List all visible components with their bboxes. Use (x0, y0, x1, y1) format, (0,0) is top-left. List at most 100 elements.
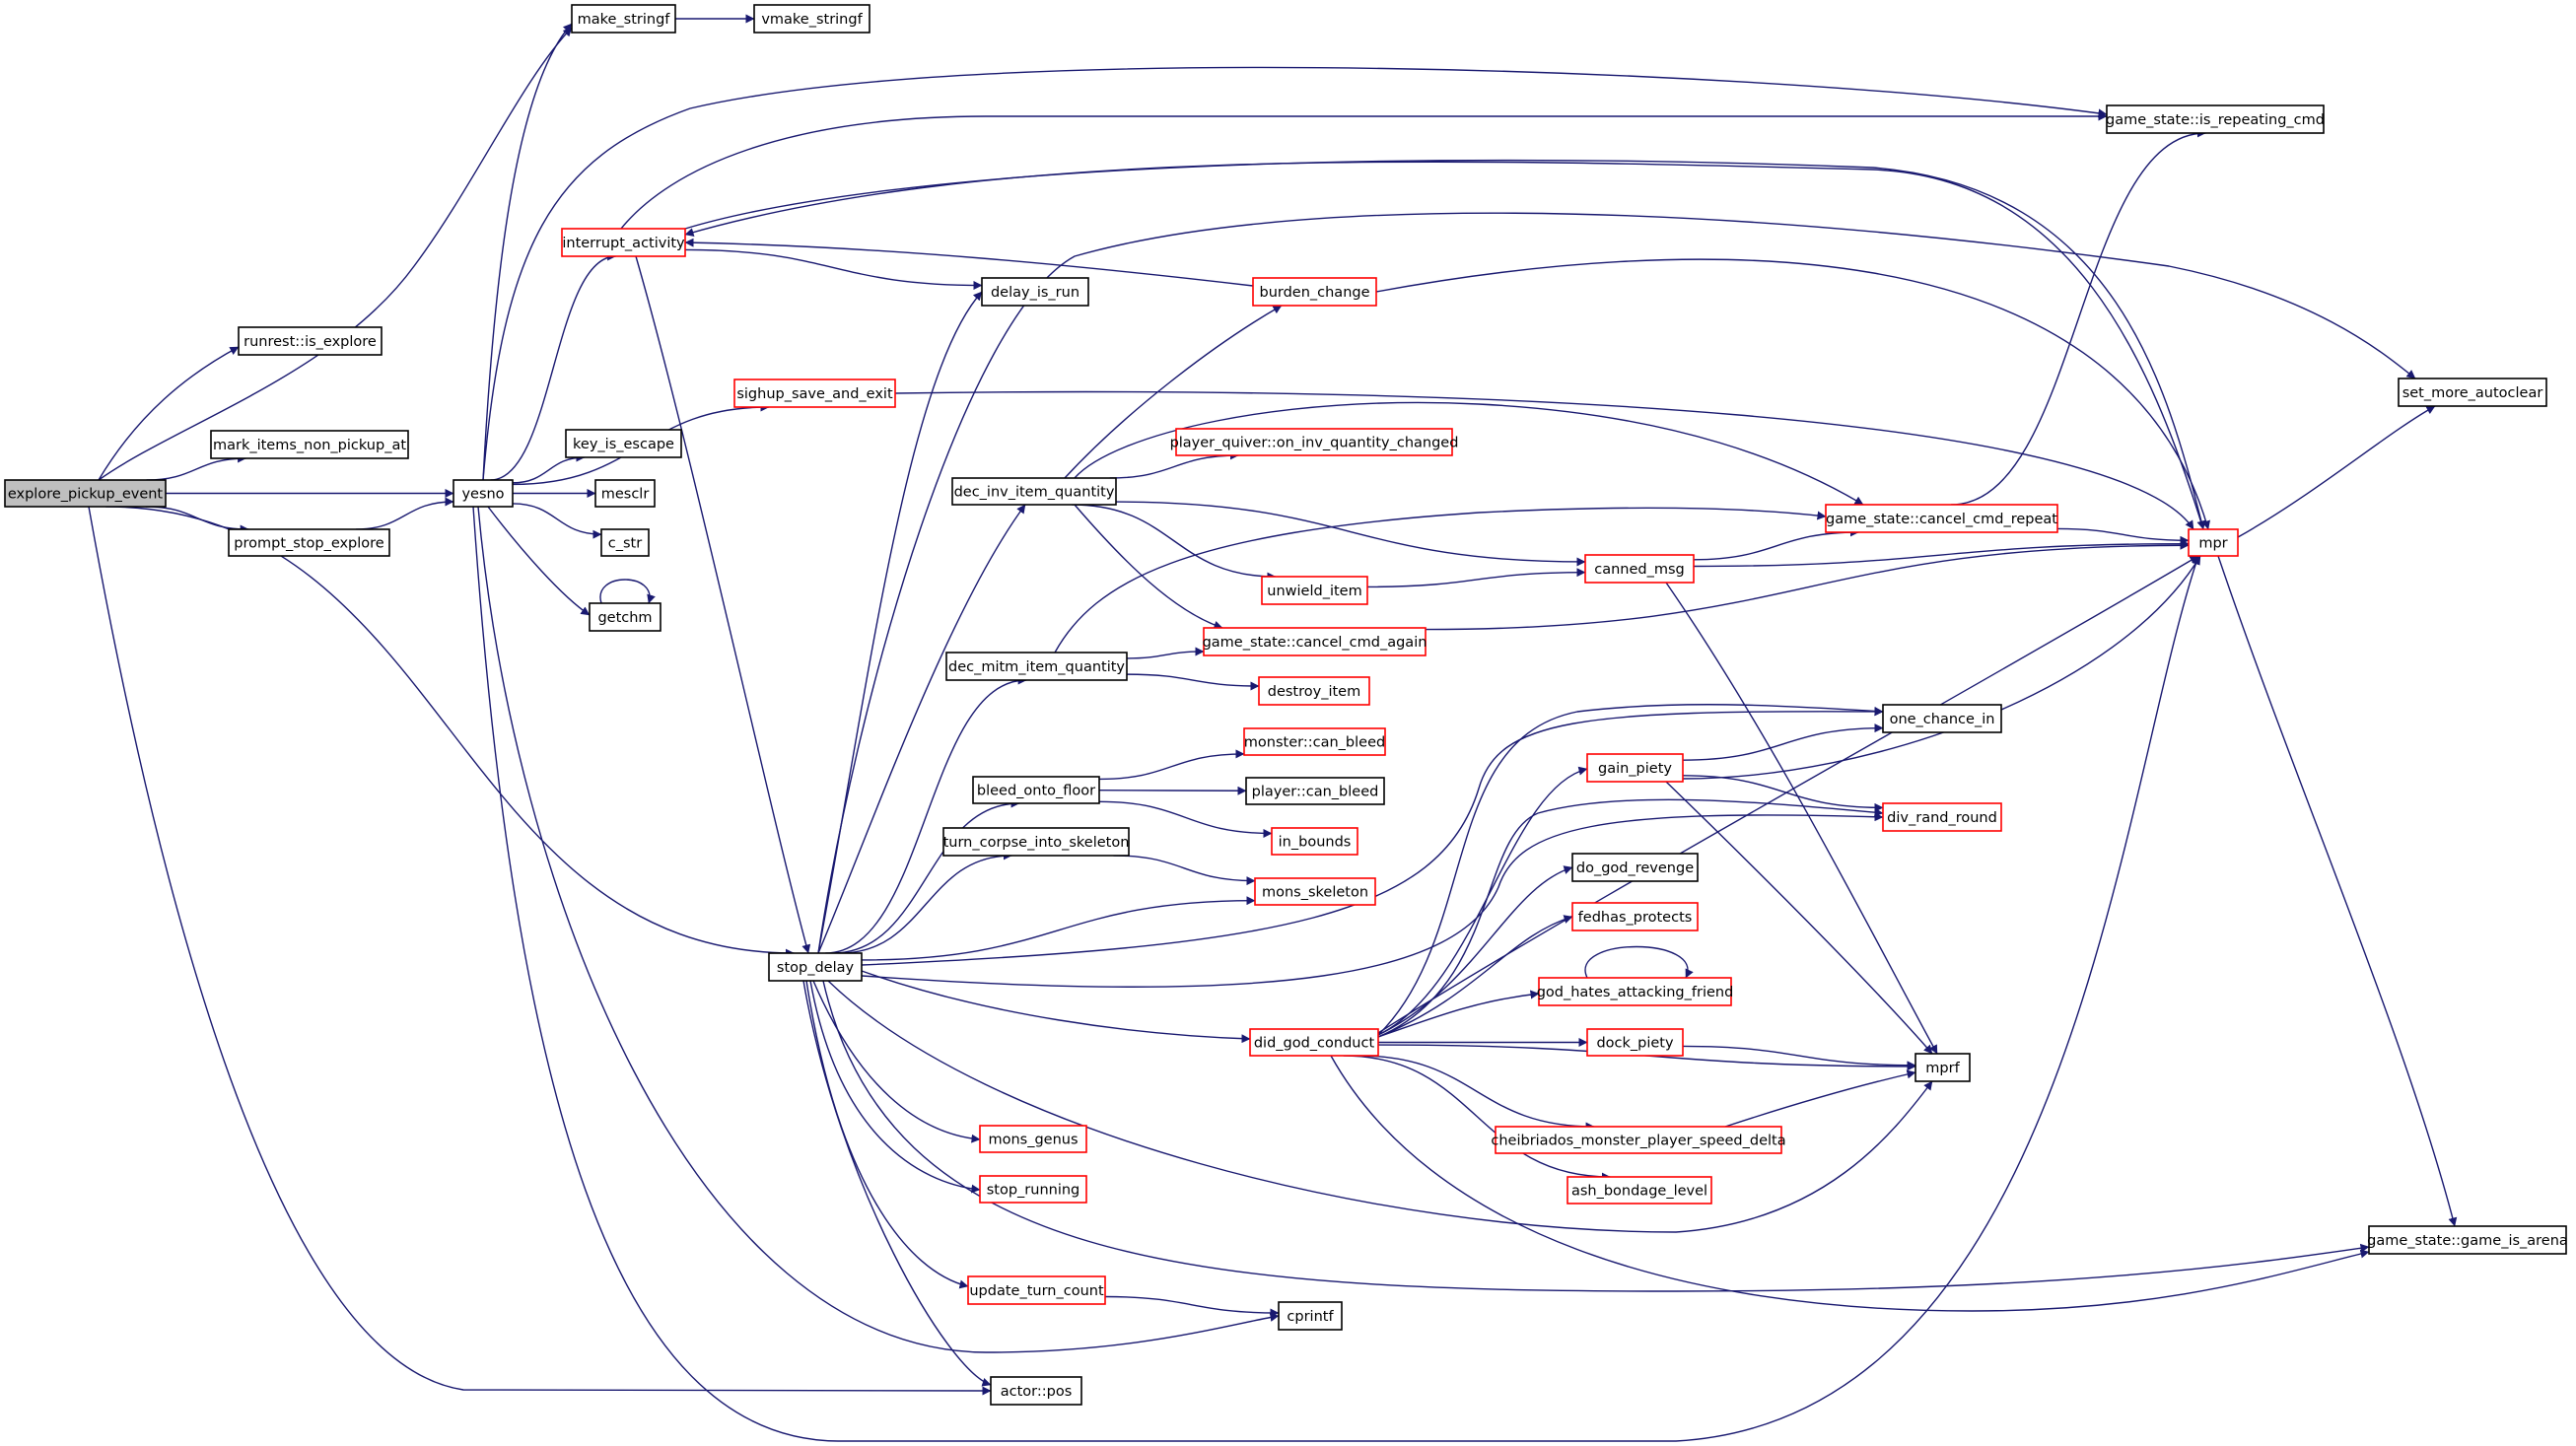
edge-stop-delay-to-mons-skeleton (861, 896, 1256, 961)
edge-explore-pickup-event-to-stop-delay (105, 506, 795, 958)
edge-did-god-conduct-to-mpr (1377, 555, 2199, 1034)
node-player-quiver[interactable]: player_quiver::on_inv_quantity_changed (1170, 428, 1459, 456)
node-box (2368, 1225, 2567, 1255)
edge-stop-delay-to-set-more-autoclear (817, 212, 2416, 954)
node-box (4, 479, 167, 508)
node-bleed-onto-floor[interactable]: bleed_onto_floor (972, 776, 1100, 804)
edge-mpr-to-set-more-autoclear (2237, 405, 2436, 538)
node-mark-items-non-pickup-at[interactable]: mark_items_non_pickup_at (210, 430, 409, 459)
edge-bleed-onto-floor-to-monster-can-bleed (1098, 749, 1245, 781)
node-box (1584, 554, 1695, 584)
edge-yesno-to-is-repeating-cmd (482, 66, 2108, 481)
edge-stop-delay-to-mprf (827, 980, 1933, 1233)
node-label: yesno (461, 487, 504, 503)
node-runrest-is-explore[interactable]: runrest::is_explore (238, 326, 383, 356)
node-yesno[interactable]: yesno (453, 479, 514, 508)
node-update-turn-count[interactable]: update_turn_count (967, 1275, 1106, 1305)
node-box (990, 1376, 1082, 1406)
node-label: burden_change (1259, 285, 1369, 301)
node-label: game_state::is_repeating_cmd (2106, 112, 2325, 128)
node-is-repeating-cmd[interactable]: game_state::is_repeating_cmd (2106, 104, 2325, 134)
node-cprintf[interactable]: cprintf (1278, 1301, 1343, 1331)
edge-stop-delay-to-bleed-onto-floor (832, 798, 1020, 954)
node-box (1538, 977, 1732, 1006)
edge-yesno-to-cprintf (477, 506, 1280, 1353)
node-did-god-conduct[interactable]: did_god_conduct (1249, 1028, 1379, 1057)
node-c-str[interactable]: c_str (600, 528, 650, 557)
node-box (594, 479, 656, 508)
node-mons-genus[interactable]: mons_genus (979, 1125, 1087, 1153)
node-canned-msg[interactable]: canned_msg (1584, 554, 1695, 584)
node-interrupt-activity[interactable]: interrupt_activity (561, 228, 686, 257)
node-unwield-item[interactable]: unwield_item (1261, 576, 1368, 605)
node-dock-piety[interactable]: dock_piety (1586, 1028, 1684, 1057)
node-div-rand-round[interactable]: div_rand_round (1882, 802, 2002, 832)
node-key-is-escape[interactable]: key_is_escape (565, 429, 682, 458)
node-destroy-item[interactable]: destroy_item (1258, 676, 1370, 706)
node-mesclr[interactable]: mesclr (594, 479, 656, 508)
edge-getchm-to-getchm (599, 579, 656, 604)
node-make-stringf[interactable]: make_stringf (571, 4, 676, 34)
node-getchm[interactable]: getchm (589, 602, 661, 632)
node-box (2188, 528, 2239, 557)
node-do-god-revenge[interactable]: do_god_revenge (1571, 853, 1699, 882)
node-player-can-bleed[interactable]: player::can_bleed (1245, 777, 1385, 805)
node-stop-running[interactable]: stop_running (979, 1175, 1087, 1204)
node-one-chance-in[interactable]: one_chance_in (1882, 704, 2002, 733)
node-label: player::can_bleed (1252, 785, 1379, 800)
edge-stop-delay-to-dec-inv-item-quantity (817, 504, 1026, 954)
node-prompt-stop-explore[interactable]: prompt_stop_explore (228, 528, 390, 557)
edge-interrupt-activity-to-delay-is-run (684, 248, 983, 291)
node-explore-pickup-event[interactable]: explore_pickup_event (4, 479, 167, 508)
node-fedhas-protects[interactable]: fedhas_protects (1571, 902, 1699, 931)
node-label: div_rand_round (1887, 810, 1997, 826)
node-set-more-autoclear[interactable]: set_more_autoclear (2398, 378, 2547, 407)
edge-interrupt-activity-to-is-repeating-cmd (620, 111, 2108, 230)
node-cheibriados[interactable]: cheibriados_monster_player_speed_delta (1491, 1126, 1786, 1154)
edge-mpr-to-game-is-arena (2217, 555, 2458, 1227)
edge-dec-mitm-item-quantity-to-cancel-cmd-again (1126, 647, 1205, 659)
node-label: explore_pickup_event (8, 487, 164, 503)
node-box (945, 652, 1128, 681)
edge-did-god-conduct-to-ash-bondage-level (1343, 1055, 1611, 1182)
node-label: do_god_revenge (1576, 861, 1694, 876)
node-label: stop_running (987, 1183, 1080, 1199)
node-dec-mitm-item-quantity[interactable]: dec_mitm_item_quantity (945, 652, 1128, 681)
node-gain-piety[interactable]: gain_piety (1586, 753, 1684, 783)
node-box (600, 528, 650, 557)
node-mons-skeleton[interactable]: mons_skeleton (1254, 877, 1376, 906)
node-burden-change[interactable]: burden_change (1252, 277, 1377, 307)
node-label: god_hates_attacking_friend (1537, 985, 1734, 1000)
node-mprf[interactable]: mprf (1915, 1053, 1971, 1082)
node-mpr[interactable]: mpr (2188, 528, 2239, 557)
edge-explore-pickup-event-to-mark-items-non-pickup-at (146, 453, 247, 481)
edge-dec-inv-item-quantity-to-burden-change (1064, 305, 1283, 479)
node-box (1175, 428, 1453, 456)
node-actor-pos[interactable]: actor::pos (990, 1376, 1082, 1406)
node-cancel-cmd-repeat[interactable]: game_state::cancel_cmd_repeat (1825, 504, 2058, 533)
node-label: runrest::is_explore (244, 334, 377, 350)
node-in-bounds[interactable]: in_bounds (1271, 827, 1358, 856)
node-stop-delay[interactable]: stop_delay (768, 952, 863, 982)
node-label: make_stringf (578, 12, 671, 28)
node-monster-can-bleed[interactable]: monster::can_bleed (1243, 727, 1386, 756)
node-dec-inv-item-quantity[interactable]: dec_inv_item_quantity (951, 477, 1117, 506)
node-box (967, 1275, 1106, 1305)
node-delay-is-run[interactable]: delay_is_run (981, 277, 1089, 307)
edge-canned-msg-to-mpr (1693, 539, 2190, 568)
node-god-hates-attacking-friend[interactable]: god_hates_attacking_friend (1537, 977, 1734, 1006)
edge-dec-inv-item-quantity-to-player-quiver (1109, 450, 1239, 479)
node-box (1586, 1028, 1684, 1057)
node-turn-corpse-into-skeleton[interactable]: turn_corpse_into_skeleton (942, 827, 1130, 857)
node-ash-bondage-level[interactable]: ash_bondage_level (1566, 1176, 1712, 1205)
node-label: bleed_onto_floor (977, 784, 1095, 799)
node-box (1915, 1053, 1971, 1082)
node-cancel-cmd-again[interactable]: game_state::cancel_cmd_again (1203, 627, 1427, 656)
edge-did-god-conduct-to-game-is-arena (1330, 1055, 2370, 1312)
node-vmake-stringf[interactable]: vmake_stringf (753, 4, 870, 34)
node-label: game_state::cancel_cmd_again (1203, 635, 1427, 651)
node-sighup-save-and-exit[interactable]: sighup_save_and_exit (733, 379, 896, 408)
edge-dock-piety-to-mprf (1682, 1045, 1916, 1070)
node-label: player_quiver::on_inv_quantity_changed (1170, 436, 1459, 451)
node-game-is-arena[interactable]: game_state::game_is_arena (2367, 1225, 2568, 1255)
